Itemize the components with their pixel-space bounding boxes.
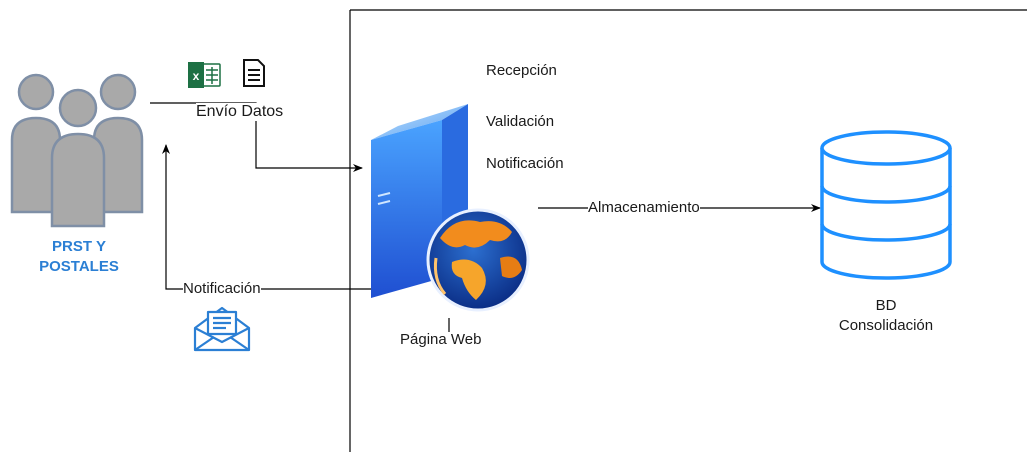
database-icon (820, 130, 952, 280)
excel-file-icon: x (188, 62, 221, 88)
web-server-globe-icon (371, 104, 530, 312)
storage-edge-label: Almacenamiento (588, 199, 700, 216)
users-group-icon (10, 73, 144, 228)
envelope-open-icon (193, 306, 251, 352)
svg-text:x: x (193, 69, 200, 83)
notification-edge-label: Notificación (183, 280, 261, 297)
database-label-line1: BD (875, 297, 897, 314)
actor-label-line2: POSTALES (39, 258, 119, 275)
step-notification: Notificación (486, 155, 564, 172)
actor-label: PRST Y POSTALES (19, 237, 139, 277)
step-reception: Recepción (486, 62, 557, 79)
server-label: Página Web (400, 331, 482, 348)
database-label: BD Consolidación (826, 296, 946, 336)
actor-label-line1: PRST Y (52, 238, 106, 255)
database-label-line2: Consolidación (838, 317, 934, 334)
document-icon (243, 59, 265, 87)
notification-edge (162, 144, 372, 290)
step-validation: Validación (486, 113, 555, 130)
system-boundary (349, 9, 1027, 452)
send-data-label: Envío Datos (196, 103, 284, 121)
